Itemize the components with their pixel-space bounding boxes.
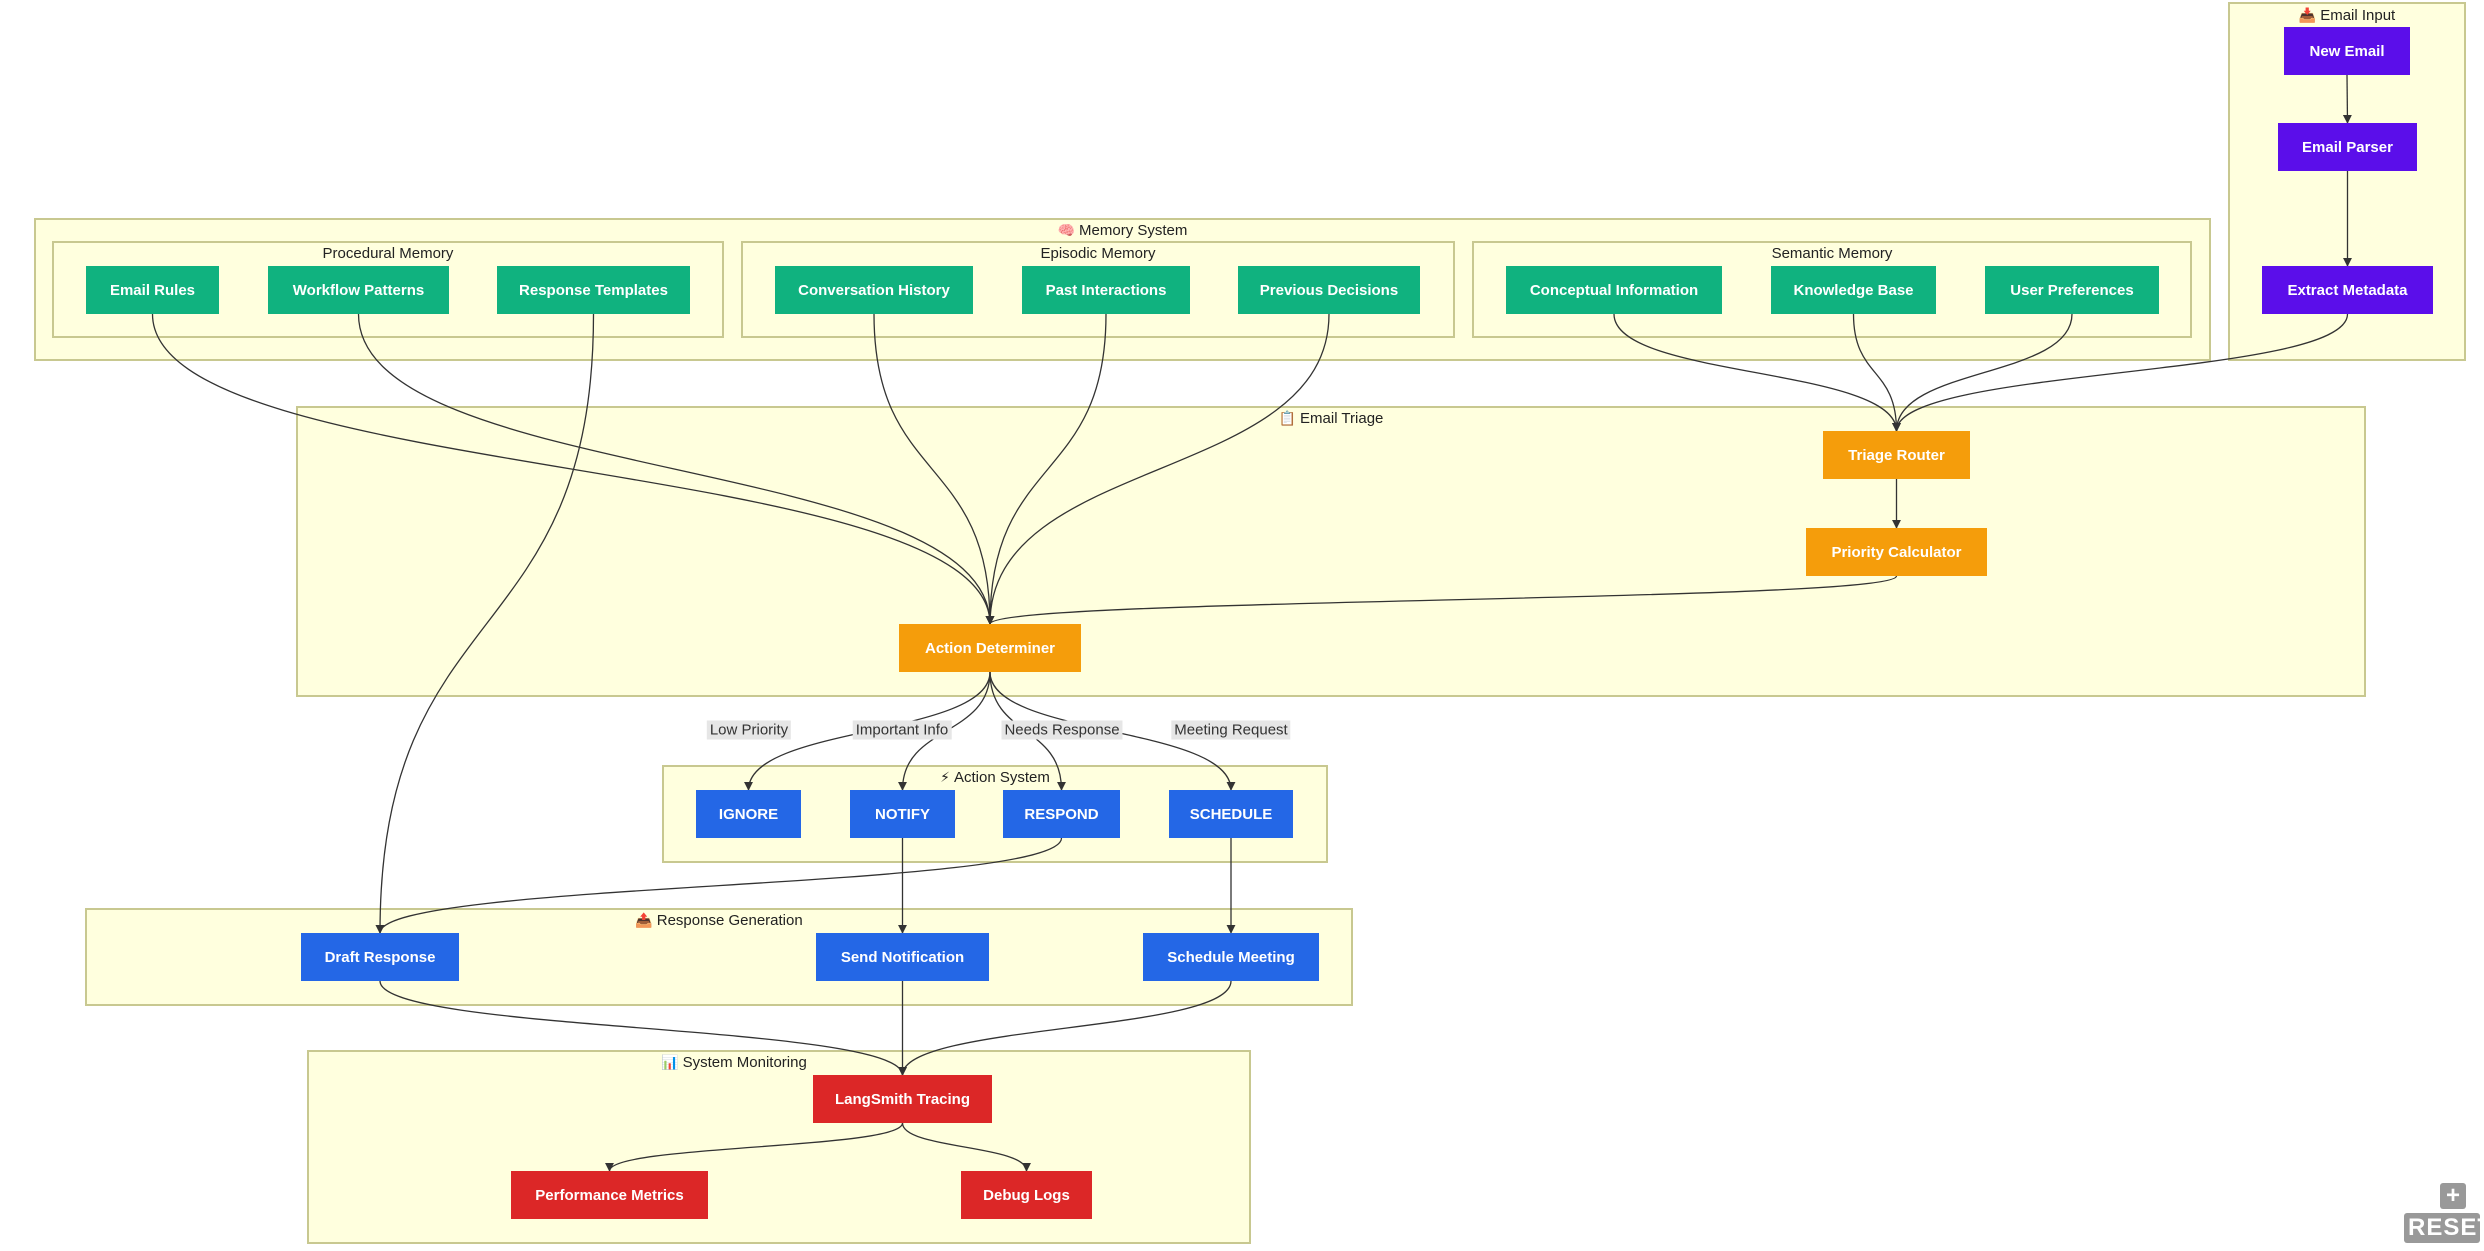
- edge-workflow_patterns-to-action_determiner: [357, 313, 995, 625]
- edge-langsmith_tracing-to-debug_logs: [901, 1122, 1032, 1172]
- node-past-interactions[interactable]: Past Interactions: [1022, 266, 1190, 314]
- edge-label-important-info: Important Info: [852, 720, 952, 740]
- edge-extract_metadata-to-triage_router: [1892, 313, 2349, 432]
- cluster-title-response-generation: Response Generation: [656, 912, 803, 929]
- bar-chart-icon: 📊: [661, 1054, 679, 1070]
- node-previous-decisions[interactable]: Previous Decisions: [1238, 266, 1420, 314]
- node-workflow-patterns[interactable]: Workflow Patterns: [268, 266, 449, 314]
- cluster-title-system-monitoring: System Monitoring: [682, 1054, 807, 1071]
- edge-conceptual_information-to-triage_router: [1613, 313, 1902, 432]
- reset-button[interactable]: RESET: [2404, 1213, 2484, 1243]
- edge-label-meeting-request: Meeting Request: [1171, 720, 1291, 740]
- edge-label-low-priority: Low Priority: [706, 720, 792, 740]
- zoom-controls: + RESET: [2404, 1183, 2484, 1243]
- node-send-notification[interactable]: Send Notification: [816, 933, 989, 981]
- node-ignore[interactable]: IGNORE: [696, 790, 801, 838]
- cluster-title-episodic-memory: Episodic Memory: [1040, 245, 1156, 262]
- node-schedule-meeting[interactable]: Schedule Meeting: [1143, 933, 1319, 981]
- inbox-icon: 📥: [2298, 7, 2317, 23]
- cluster-title-email-triage: Email Triage: [1300, 410, 1384, 427]
- edge-new_email-to-email_parser: [2342, 74, 2352, 124]
- node-triage-router[interactable]: Triage Router: [1823, 431, 1970, 479]
- node-respond[interactable]: RESPOND: [1003, 790, 1120, 838]
- clipboard-icon: 📋: [1278, 410, 1297, 426]
- edge-respond-to-draft_response: [375, 837, 1063, 934]
- node-conversation-history[interactable]: Conversation History: [775, 266, 973, 314]
- lightning-icon: ⚡: [940, 769, 950, 785]
- brain-icon: 🧠: [1057, 222, 1076, 238]
- edge-past_interactions-to-action_determiner: [985, 313, 1107, 625]
- zoom-in-button[interactable]: +: [2440, 1183, 2466, 1209]
- node-knowledge-base[interactable]: Knowledge Base: [1771, 266, 1936, 314]
- node-user-preferences[interactable]: User Preferences: [1985, 266, 2159, 314]
- node-extract-metadata[interactable]: Extract Metadata: [2262, 266, 2433, 314]
- cluster-title-email-input: Email Input: [2320, 7, 2396, 24]
- edge-knowledge_base-to-triage_router: [1852, 313, 1902, 432]
- edge-priority_calculator-to-action_determiner: [985, 575, 1898, 625]
- node-email-parser[interactable]: Email Parser: [2278, 123, 2417, 171]
- cluster-response-generation: 📤Response Generation: [85, 908, 1353, 1006]
- node-priority-calculator[interactable]: Priority Calculator: [1806, 528, 1987, 576]
- cluster-title-action-system: Action System: [953, 769, 1050, 786]
- edge-email_rules-to-action_determiner: [151, 313, 995, 625]
- cluster-system-monitoring: 📊System Monitoring: [307, 1050, 1251, 1244]
- cluster-email-triage: 📋Email Triage: [296, 406, 2366, 697]
- node-schedule[interactable]: SCHEDULE: [1169, 790, 1293, 838]
- edge-draft_response-to-langsmith_tracing: [379, 980, 907, 1076]
- edge-conversation_history-to-action_determiner: [873, 313, 995, 625]
- node-email-rules[interactable]: Email Rules: [86, 266, 219, 314]
- cluster-title-procedural-memory: Procedural Memory: [322, 245, 454, 262]
- node-langsmith-tracing[interactable]: LangSmith Tracing: [813, 1075, 992, 1123]
- edge-user_preferences-to-triage_router: [1891, 313, 2073, 432]
- outbox-icon: 📤: [635, 912, 653, 928]
- node-response-templates[interactable]: Response Templates: [497, 266, 690, 314]
- cluster-title-semantic-memory: Semantic Memory: [1771, 245, 1893, 262]
- node-notify[interactable]: NOTIFY: [850, 790, 955, 838]
- node-performance-metrics[interactable]: Performance Metrics: [511, 1171, 708, 1219]
- cluster-title-memory-system: Memory System: [1079, 222, 1188, 239]
- node-debug-logs[interactable]: Debug Logs: [961, 1171, 1092, 1219]
- edge-label-needs-response: Needs Response: [1001, 720, 1123, 740]
- edge-previous_decisions-to-action_determiner: [985, 313, 1330, 625]
- edge-schedule_meeting-to-langsmith_tracing: [898, 980, 1232, 1076]
- node-action-determiner[interactable]: Action Determiner: [899, 624, 1081, 672]
- edge-langsmith_tracing-to-performance_metrics: [605, 1122, 904, 1172]
- node-conceptual-information[interactable]: Conceptual Information: [1506, 266, 1722, 314]
- node-new-email[interactable]: New Email: [2284, 27, 2410, 75]
- node-draft-response[interactable]: Draft Response: [301, 933, 459, 981]
- edge-response_templates-to-draft_response: [375, 313, 595, 934]
